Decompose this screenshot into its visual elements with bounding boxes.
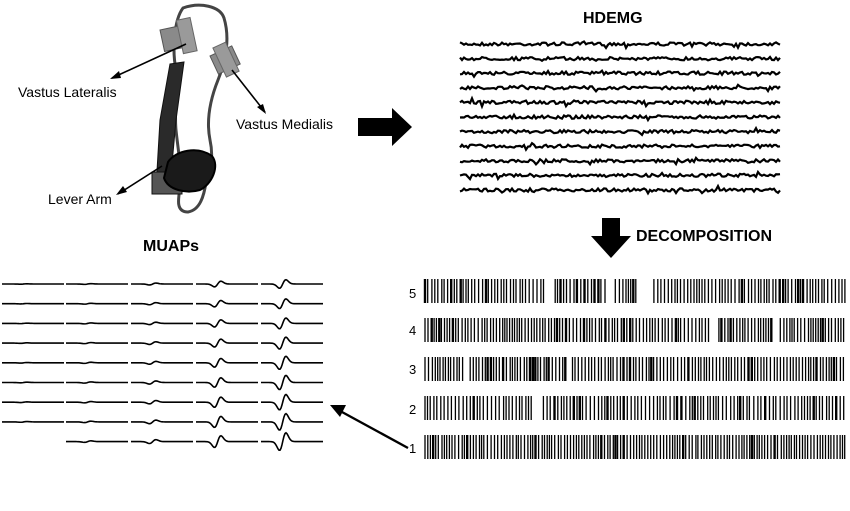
muap-waveform — [131, 282, 193, 286]
muap-waveform — [261, 355, 323, 370]
muap-waveform — [131, 360, 193, 366]
train-label-1: 1 — [409, 441, 417, 456]
train-label-2: 2 — [409, 402, 417, 417]
hdemg-channel-trace — [459, 55, 781, 63]
block-arrow-down — [591, 218, 631, 258]
muap-waveform — [196, 434, 258, 449]
muap-waveform — [196, 280, 258, 288]
muap-waveform — [66, 400, 128, 404]
muap-waveform — [66, 322, 128, 325]
pointer-head-vastus-medialis — [257, 104, 266, 114]
leg-illustration — [110, 3, 266, 214]
pointer-vastus-lateralis — [111, 43, 187, 79]
muap-waveform — [131, 301, 193, 306]
muap-waveform — [261, 317, 323, 330]
label-vastus-medialis: Vastus Medialis — [236, 116, 334, 132]
hdemg-signal-traces — [459, 40, 781, 196]
muap-waveform — [196, 376, 258, 388]
muap-waveform — [66, 420, 128, 424]
muap-waveform — [66, 361, 128, 365]
muap-waveform — [66, 440, 128, 444]
muap-waveform — [261, 412, 323, 431]
train-label-4: 4 — [409, 323, 417, 338]
muap-waveform — [131, 321, 193, 326]
muap-waveform — [196, 318, 258, 328]
pointer-head-vastus-lateralis — [110, 71, 121, 79]
arrow-to-muaps — [341, 410, 409, 450]
muap-waveform — [131, 380, 193, 385]
muap-waveform — [261, 278, 323, 289]
muap-waveform — [66, 341, 128, 345]
hdemg-channel-trace — [459, 68, 781, 79]
muap-waveform — [66, 302, 128, 305]
muap-waveform — [196, 357, 258, 368]
hdemg-channel-trace — [459, 155, 781, 167]
knee-brace — [162, 149, 217, 193]
muap-waveform — [66, 282, 128, 286]
muap-grid — [2, 278, 323, 452]
hdemg-channel-trace — [459, 83, 781, 94]
muap-waveform — [261, 393, 323, 411]
label-lever-arm: Lever Arm — [48, 191, 112, 207]
spike-trains — [423, 279, 846, 459]
muap-waveform — [2, 361, 64, 364]
block-arrow-right — [358, 108, 412, 146]
muap-waveform — [131, 419, 193, 425]
pointer-lever-arm — [117, 165, 163, 195]
label-vastus-lateralis: Vastus Lateralis — [18, 84, 117, 100]
muap-waveform — [196, 338, 258, 348]
muap-waveform — [131, 399, 193, 405]
muaps-title: MUAPs — [143, 238, 200, 255]
pointer-vastus-medialis — [231, 69, 266, 113]
hdemg-channel-trace — [459, 183, 781, 196]
muap-waveform — [66, 381, 128, 384]
muap-waveform — [131, 340, 193, 346]
electrode-array-medial — [209, 41, 241, 78]
decomposition-title: DECOMPOSITION — [636, 228, 773, 245]
hdemg-title: HDEMG — [583, 10, 643, 27]
arrow-head-to-muaps — [330, 405, 346, 417]
hdemg-channel-trace — [459, 169, 781, 182]
muap-waveform — [196, 396, 258, 408]
hdemg-channel-trace — [459, 125, 781, 137]
muap-waveform — [196, 299, 258, 308]
muap-waveform — [196, 415, 258, 429]
muap-waveform — [131, 438, 193, 445]
muap-waveform — [2, 420, 64, 424]
muap-waveform — [261, 336, 323, 350]
hdemg-channel-trace — [459, 95, 781, 110]
muap-waveform — [2, 342, 64, 345]
muap-waveform — [261, 431, 323, 452]
muap-waveform — [261, 298, 323, 310]
train-label-5: 5 — [409, 286, 417, 301]
train-label-3: 3 — [409, 362, 417, 377]
hdemg-channel-trace — [459, 141, 781, 152]
hdemg-channel-trace — [459, 40, 781, 51]
hdemg-channel-trace — [459, 112, 781, 123]
muap-waveform — [2, 381, 64, 384]
muap-waveform — [261, 374, 323, 391]
pointer-head-lever-arm — [116, 186, 127, 195]
muap-waveform — [2, 401, 64, 404]
